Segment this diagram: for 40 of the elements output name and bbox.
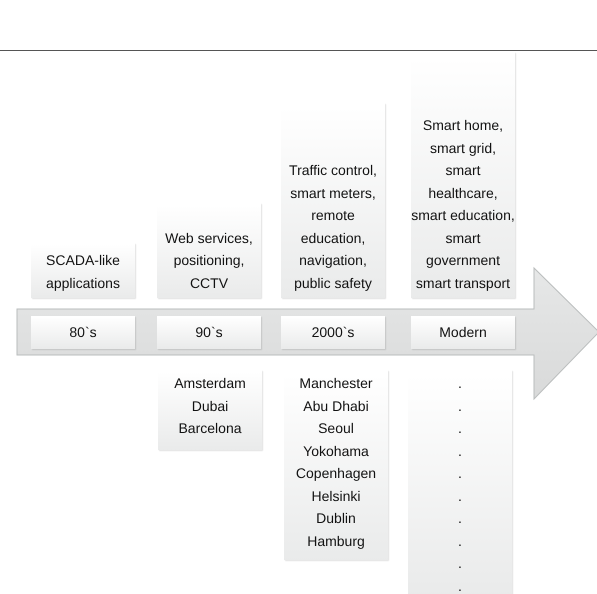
ellipsis-dot: . (458, 554, 462, 573)
ellipsis-dot: . (458, 532, 462, 550)
city-name: Hamburg (307, 532, 365, 551)
application-box (281, 103, 385, 298)
era-box (411, 316, 515, 349)
era-box (157, 316, 261, 349)
ellipsis-dot: . (458, 486, 462, 506)
era-box (281, 316, 385, 349)
era-label: 90`s (195, 323, 223, 342)
ellipsis-dot: . (458, 374, 462, 393)
ellipsis-dot: . (458, 419, 462, 438)
era-label: Modern (439, 323, 487, 342)
ellipsis-dot: . (458, 396, 462, 416)
ellipsis-dot: . (458, 442, 462, 460)
city-name: Seoul (318, 419, 354, 438)
city-name: Amsterdam (174, 374, 246, 393)
application-text: Traffic control, smart meters, remote education, navigation, public safety (288, 161, 378, 293)
city-name: Dublin (316, 509, 356, 528)
application-box (157, 203, 261, 298)
ellipsis-dot: . (458, 464, 462, 483)
application-text: Smart home, smart grid, smart healthcare, smart education, smart government smart transport (411, 116, 515, 293)
city-name: Yokohama (303, 442, 369, 460)
era-label: 80`s (69, 323, 97, 342)
city-name: Abu Dhabi (303, 396, 369, 416)
application-box (411, 52, 515, 298)
city-name: Manchester (299, 374, 373, 393)
city-list-box (408, 370, 512, 594)
ellipsis-dot: . (458, 576, 462, 594)
application-text: SCADA-like applications (45, 251, 121, 293)
ellipsis-dot: . (458, 509, 462, 528)
era-box (31, 316, 135, 349)
city-name: Helsinki (311, 486, 360, 506)
application-text: Web services, positioning, CCTV (164, 228, 254, 292)
city-list-box (284, 370, 388, 560)
city-name: Barcelona (178, 419, 242, 438)
city-name: Dubai (192, 396, 228, 416)
city-name: Copenhagen (296, 464, 376, 483)
city-list-box (158, 370, 262, 450)
era-label: 2000`s (312, 323, 354, 342)
application-box (31, 243, 135, 298)
